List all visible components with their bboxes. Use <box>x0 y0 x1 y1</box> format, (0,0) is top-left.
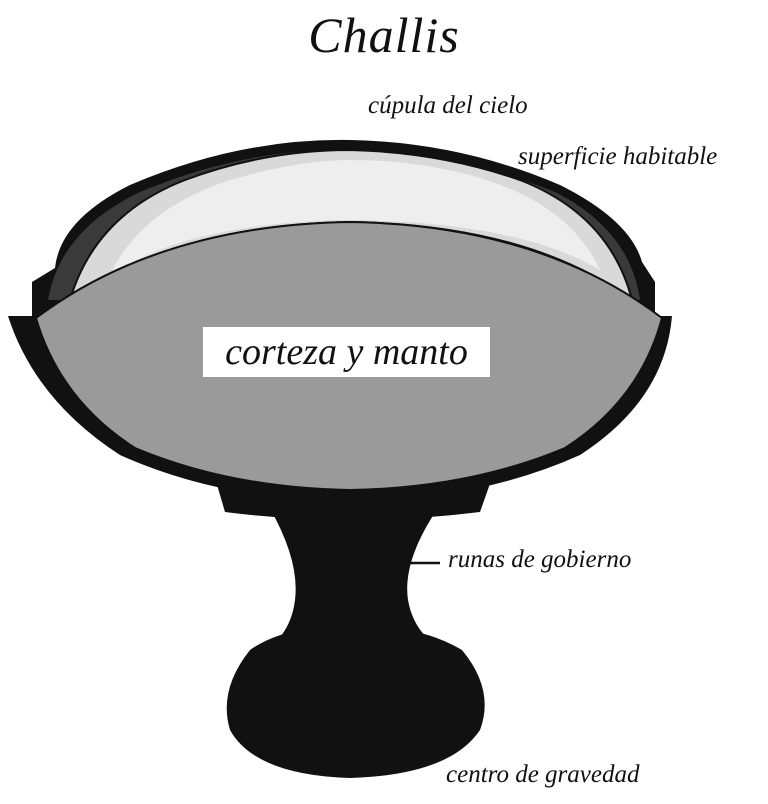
pedestal-base <box>226 625 485 778</box>
label-habitable-surface: superficie habitable <box>518 143 718 170</box>
sky-dome-highlight <box>110 160 600 275</box>
pedestal-stem <box>255 505 455 655</box>
gravity-leader-line <box>422 737 443 761</box>
label-gravity-center: centro de gravedad <box>446 761 640 788</box>
label-sky-dome: cúpula del cielo <box>368 92 528 119</box>
diagram-title: Challis <box>308 7 460 63</box>
label-runes: runas de gobierno <box>448 546 632 573</box>
label-crust-mantle: corteza y manto <box>203 327 490 377</box>
